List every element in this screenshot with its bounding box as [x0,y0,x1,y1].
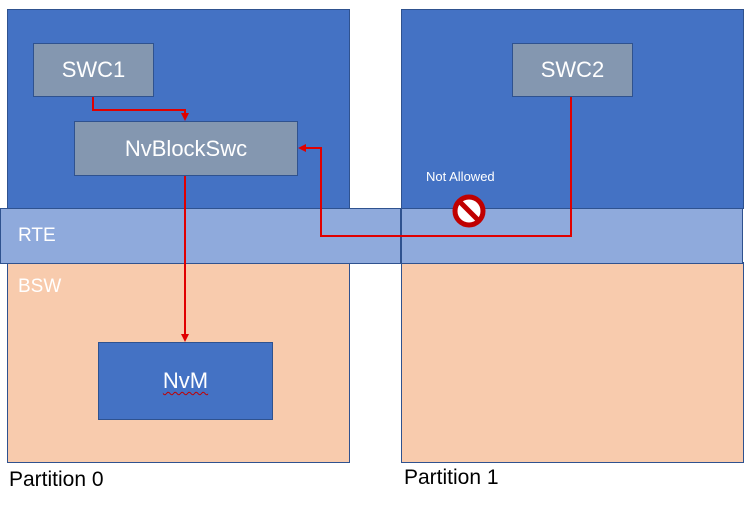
partition-1-bsw-area [401,262,744,463]
swc2-box: SWC2 [512,43,633,97]
bsw-label: BSW [18,276,62,297]
swc1-box: SWC1 [33,43,154,97]
prohibited-icon [452,194,486,228]
swc2-to-nvblockswc-arrow [298,97,572,237]
swc1-to-nvblockswc-arrow [92,97,189,121]
nvm-label: NvM [162,368,209,393]
nvm-box: NvM [98,342,273,420]
swc1-label: SWC1 [61,57,126,82]
nvblockswc-label: NvBlockSwc [124,135,248,161]
partition-1-label: Partition 1 [404,466,499,489]
rte-label: RTE [18,225,56,246]
nvblockswc-box: NvBlockSwc [74,121,298,176]
swc2-label: SWC2 [540,57,605,82]
not-allowed-label: Not Allowed [426,169,495,184]
partition-0-label: Partition 0 [9,468,104,491]
